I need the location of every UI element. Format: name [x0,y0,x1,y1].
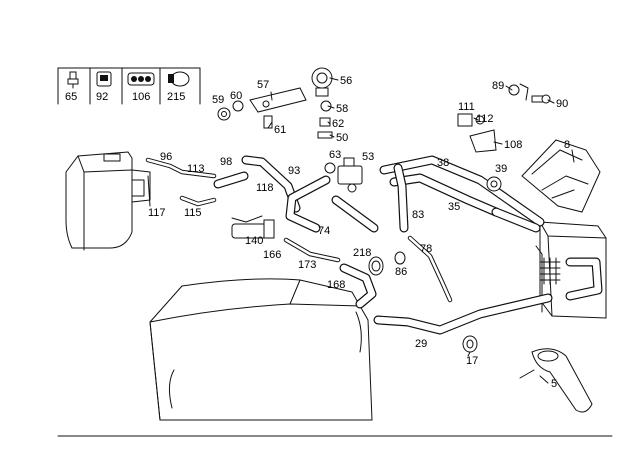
callout-78: 78 [420,243,432,255]
callout-111: 111 [458,101,475,113]
callout-166: 166 [263,249,281,261]
cap-218 [368,256,384,276]
leader-lines [147,77,575,384]
callout-35: 35 [448,201,460,213]
nut-59-60 [217,100,244,121]
callout-39: 39 [495,163,507,175]
callout-29: 29 [415,338,427,350]
callout-17: 17 [466,355,478,367]
callout-83: 83 [412,209,424,221]
callout-58: 58 [336,103,348,115]
hose-lines [213,155,553,335]
callout-113: 113 [187,163,205,175]
callout-115: 115 [184,207,202,219]
callout-61: 61 [274,124,286,136]
callout-53: 53 [362,151,374,163]
callout-98: 98 [220,156,232,168]
screw-90 [531,94,551,104]
vacuum-valve-56 [311,67,333,97]
callout-218: 218 [353,247,371,259]
valve-assembly [337,157,363,193]
legend-label-215: 215 [167,91,185,103]
duct-5 [519,348,593,413]
callout-168: 168 [327,279,345,291]
callout-117: 117 [148,207,166,219]
thin-lines [145,157,453,303]
callout-108: 108 [504,139,522,151]
heater-box [535,221,607,319]
grommet-39 [486,176,502,192]
callout-labels: 57 56 59 60 58 61 62 50 63 53 89 90 111 … [148,75,570,390]
callout-63: 63 [329,149,341,161]
hose-clamp-icon [168,71,190,87]
plug-icon [96,71,112,87]
heater-core-grid [539,257,561,285]
callout-50: 50 [336,132,348,144]
callout-89: 89 [492,80,504,92]
grommet-17 [462,335,478,353]
callout-140: 140 [245,235,263,247]
callout-59: 59 [212,94,224,106]
sensor-111 [457,113,485,127]
callout-112: 112 [476,113,494,125]
switch-icon [67,71,79,89]
callout-86: 86 [395,266,407,278]
callout-93: 93 [288,165,300,177]
reservoir-tank [65,151,151,251]
callout-57: 57 [257,79,269,91]
callout-118: 118 [256,182,274,194]
legend-label-106: 106 [132,91,150,103]
callout-62: 62 [332,118,344,130]
pump-140 [231,219,275,239]
callout-74: 74 [318,225,330,237]
legend-label-92: 92 [96,91,108,103]
clip-62-58-50 [317,100,333,139]
callout-90: 90 [556,98,568,110]
callout-5: 5 [551,378,557,390]
callout-96: 96 [160,151,172,163]
cap-86 [394,251,406,265]
grommet-63 [324,162,336,174]
callout-56: 56 [340,75,352,87]
callout-38: 38 [437,157,449,169]
legend-label-65: 65 [65,91,77,103]
heater-cover-plate [521,139,601,213]
callout-8: 8 [564,139,570,151]
bolt-61 [263,115,273,129]
bracket-108 [469,129,497,153]
engine-block [149,278,373,421]
connector-icon [127,72,155,86]
bracket-57 [249,87,307,113]
callout-173: 173 [298,259,316,271]
legend-strip: 65 92 106 215 [57,67,201,105]
callout-60: 60 [230,90,242,102]
clamp-89 [508,83,529,101]
